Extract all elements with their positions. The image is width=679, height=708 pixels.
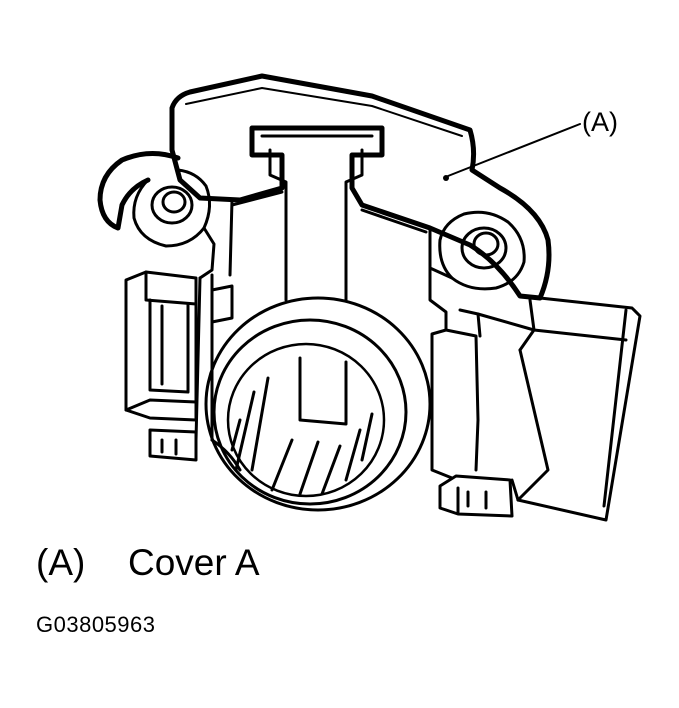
callout-label: (A) (582, 107, 618, 137)
cover-a-illustration: (A) (97, 73, 642, 522)
left-connector (124, 270, 234, 462)
cover-a-plate (169, 73, 552, 301)
left-ear (97, 151, 216, 280)
right-ear (428, 210, 526, 291)
callout-leader-line (447, 123, 581, 177)
housing-body (194, 190, 480, 480)
central-stem (260, 134, 374, 302)
figure-id: G03805963 (36, 612, 156, 637)
ring-bore (204, 296, 432, 512)
legend: (A) Cover A (36, 542, 260, 584)
bottom-right-connector (438, 474, 520, 518)
callout-leader-dot (443, 175, 449, 181)
legend-description: Cover A (128, 542, 260, 583)
right-bracket (458, 296, 642, 522)
legend-key: (A) (36, 542, 86, 583)
